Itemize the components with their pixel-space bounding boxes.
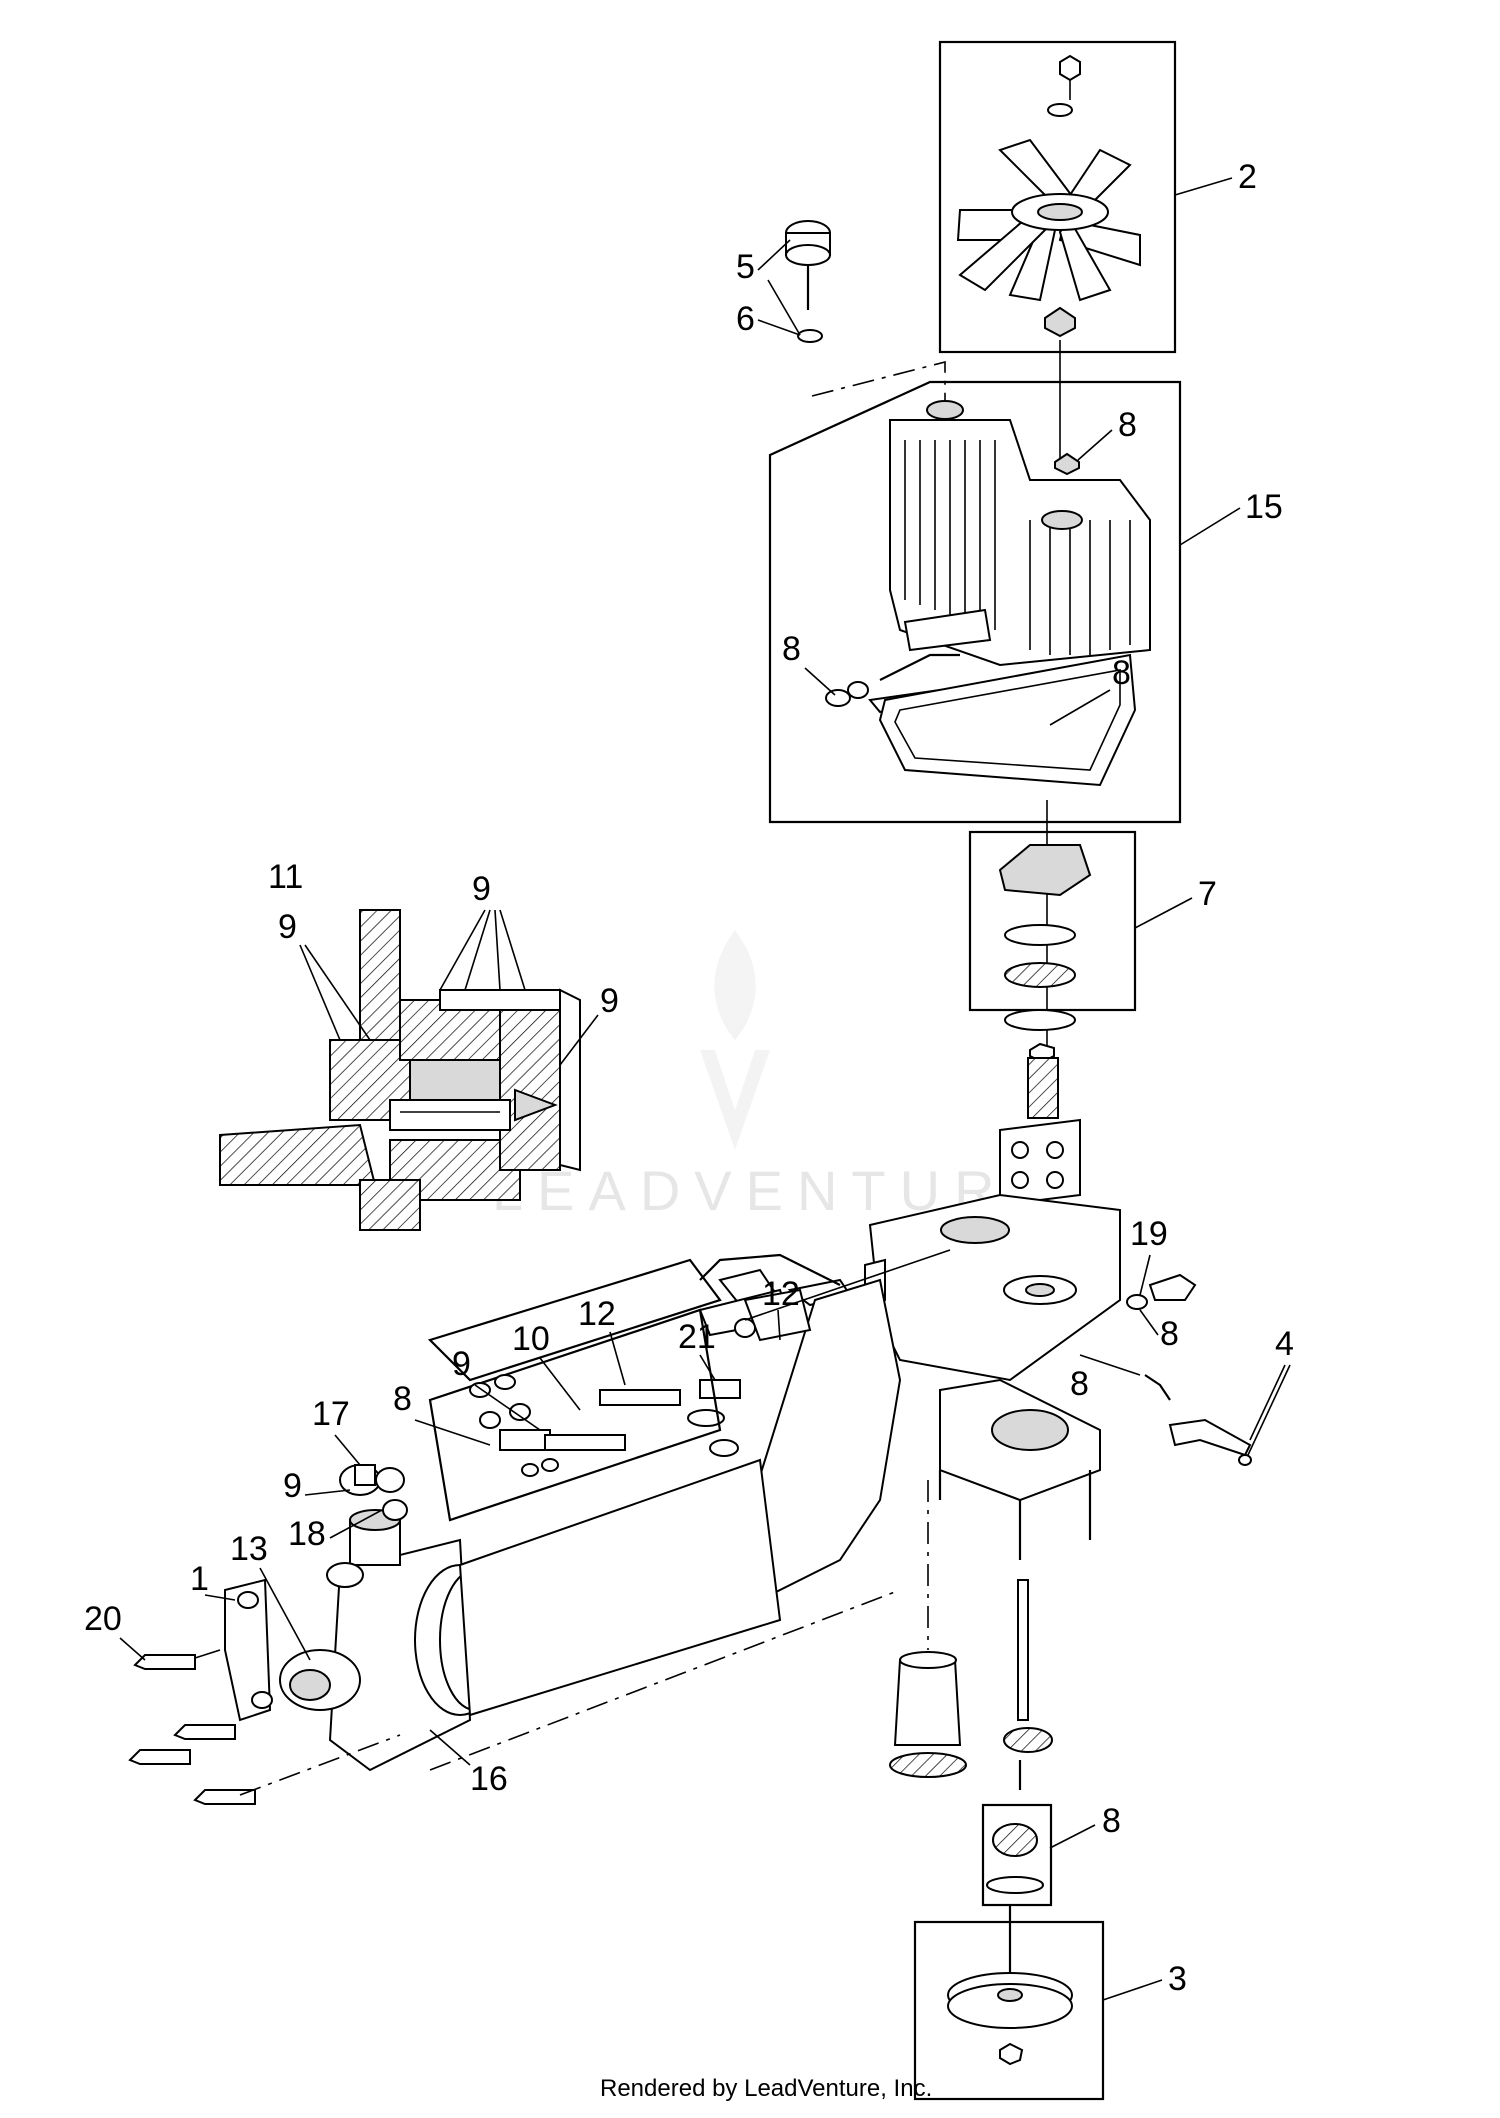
check-valve-kit [339,1258,722,1521]
callout-9: 9 [452,1345,471,1383]
callout-9: 9 [278,908,297,946]
bypass-valve [1079,1273,1252,1466]
callout-8: 8 [1160,1315,1179,1353]
callout-8: 8 [1118,406,1137,444]
callout-1: 1 [190,1560,209,1598]
upper-housing-assembly [768,380,1182,824]
callout-8: 8 [1070,1365,1089,1403]
callout-13: 13 [230,1530,268,1568]
callout-15: 15 [1245,488,1283,526]
lower-bearing-assembly [981,1803,1053,1907]
callout-17: 17 [312,1395,350,1433]
dipstick-cap [785,220,831,343]
callout-2: 2 [1238,158,1257,196]
motor-housing [279,1268,902,1772]
cutaway-section-view [219,909,581,1231]
callout-12: 12 [578,1295,616,1333]
fan-assembly [938,40,1177,470]
watermark-logo-icon [700,930,770,1150]
callout-7: 7 [1198,875,1217,913]
callout-16: 16 [470,1760,508,1798]
callout-11: 11 [268,858,303,896]
callout-5: 5 [736,248,755,286]
callout-8: 8 [782,630,801,668]
cover-plate [224,1578,273,1722]
callout-9: 9 [600,982,619,1020]
callout-19: 19 [1130,1215,1168,1253]
callout-20: 20 [84,1600,122,1638]
housing-bolts [128,1649,401,1805]
callout-4: 4 [1275,1325,1294,1363]
filter-element [889,1480,967,1778]
thrust-bearing-assembly [968,800,1137,1050]
callout-8: 8 [1112,654,1131,692]
callout-8: 8 [393,1380,412,1418]
render-credit: Rendered by LeadVenture, Inc. [600,2075,932,2102]
callout-10: 10 [512,1320,550,1358]
callout-9: 9 [283,1467,302,1505]
callout-18: 18 [288,1515,326,1553]
pulley-assembly [913,1905,1105,2101]
callout-8: 8 [1102,1802,1121,1840]
callout-6: 6 [736,300,755,338]
callout-3: 3 [1168,1960,1187,1998]
callout-12: 12 [762,1275,800,1313]
callout-21: 21 [678,1318,716,1356]
callout-9: 9 [472,870,491,908]
